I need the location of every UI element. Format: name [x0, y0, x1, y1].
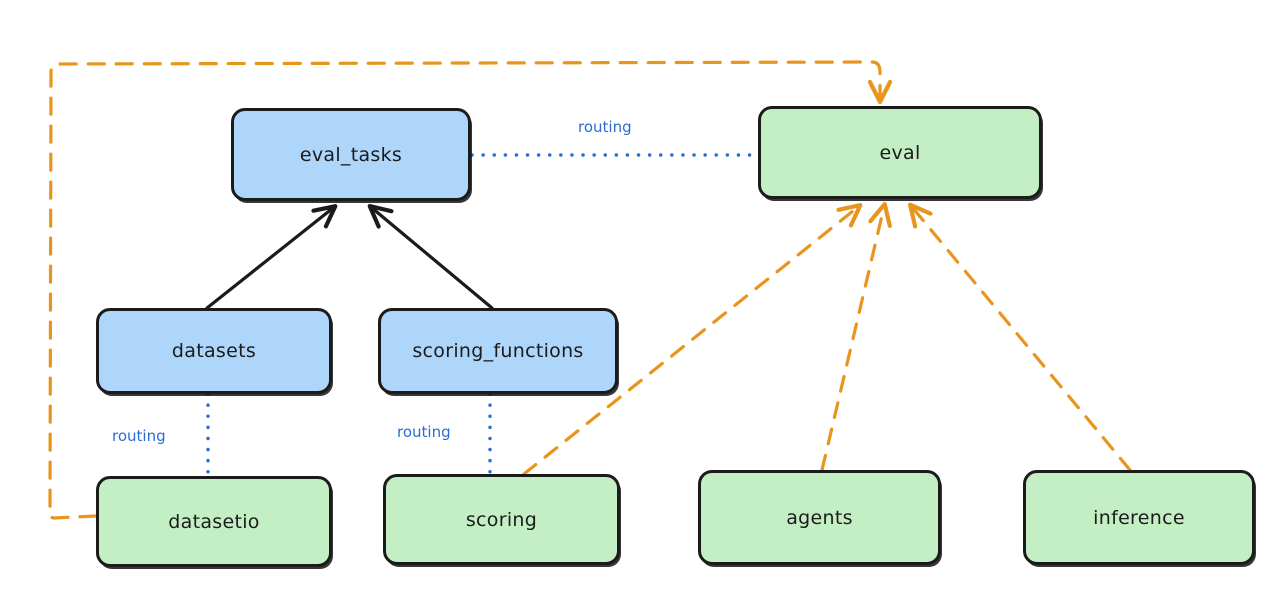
edge-label-routing-datasets: routing: [112, 427, 166, 445]
edge-agents-eval: [820, 207, 884, 472]
node-inference[interactable]: inference: [1023, 470, 1255, 565]
node-scoring-functions[interactable]: scoring_functions: [378, 308, 618, 394]
node-label: eval: [879, 141, 921, 164]
node-label: eval_tasks: [299, 143, 403, 166]
edge-scoring_functions-eval_tasks: [372, 208, 494, 310]
edge-label-routing-eval-tasks: routing: [578, 118, 632, 136]
node-label: datasetio: [168, 510, 260, 533]
node-label: datasets: [171, 340, 257, 362]
node-eval-tasks[interactable]: eval_tasks: [231, 108, 471, 201]
edge-datasets-eval_tasks: [205, 208, 333, 310]
node-label: inference: [1093, 506, 1185, 529]
node-label: agents: [786, 506, 853, 529]
edge-datasetio-eval: [48, 60, 880, 520]
edge-scoring-eval: [522, 207, 858, 476]
node-label: scoring_functions: [412, 340, 584, 362]
node-scoring[interactable]: scoring: [383, 474, 620, 565]
node-datasets[interactable]: datasets: [96, 308, 332, 394]
node-agents[interactable]: agents: [698, 470, 941, 565]
node-datasetio[interactable]: datasetio: [96, 476, 332, 567]
node-label: scoring: [465, 508, 538, 531]
edge-label-routing-scoring-functions: routing: [397, 423, 451, 441]
edge-inference-eval: [912, 207, 1132, 472]
node-eval[interactable]: eval: [758, 106, 1042, 199]
